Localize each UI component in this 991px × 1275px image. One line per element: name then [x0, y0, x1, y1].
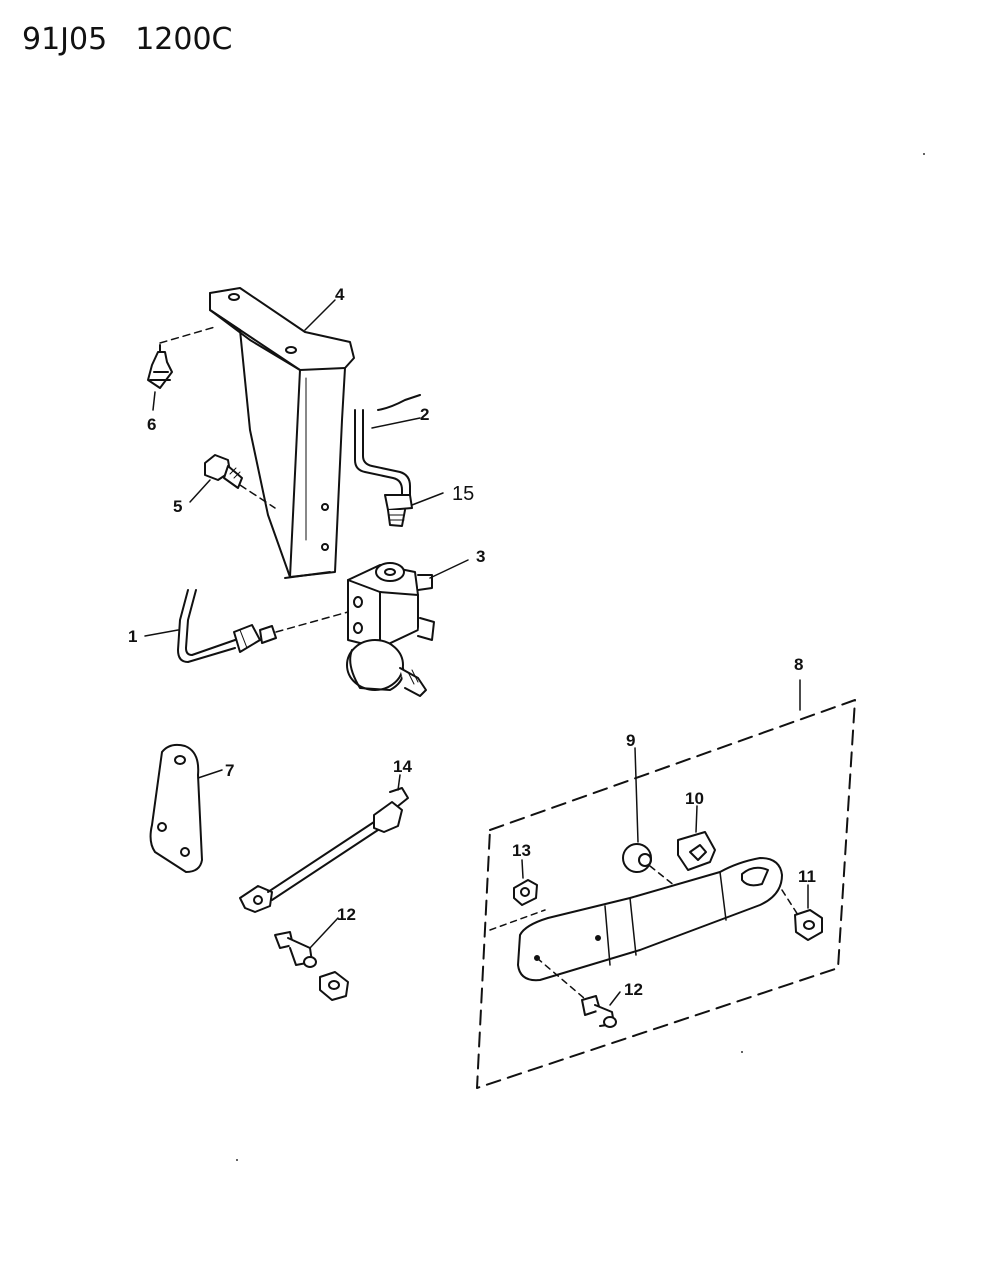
brake-line-upper-part	[354, 394, 421, 501]
callout-7: 7	[225, 761, 234, 780]
callout-14: 14	[393, 757, 412, 776]
bolt-part	[204, 454, 276, 509]
callout-2: 2	[420, 405, 429, 424]
mounting-plate-part	[149, 743, 203, 873]
proportioning-valve-part	[346, 562, 435, 697]
diagram-header: 91J05 1200C	[22, 22, 261, 57]
stud-right-part	[581, 995, 617, 1028]
callout-12-left: 12	[337, 905, 356, 924]
push-fastener-part	[147, 326, 216, 389]
lever-arm-part	[517, 857, 783, 1011]
callout-1: 1	[128, 627, 137, 646]
callout-10: 10	[685, 789, 704, 808]
diagram-code-left: 91J05	[22, 22, 108, 57]
callout-labels: 4 6 5 2 15 3 1 7 14 12 8 9 10 13 11 12	[128, 285, 816, 999]
fitting-part	[384, 494, 413, 527]
stud-left-part	[274, 931, 349, 1001]
callout-5: 5	[173, 497, 182, 516]
callout-8: 8	[794, 655, 803, 674]
leader-lines	[144, 299, 809, 1006]
mounting-bracket-part	[209, 287, 355, 579]
kit-outline	[476, 679, 856, 1089]
paper-specks	[236, 153, 925, 1161]
callout-6: 6	[147, 415, 156, 434]
callout-4: 4	[335, 285, 345, 304]
callout-9: 9	[626, 731, 635, 750]
clip-part	[677, 831, 716, 871]
brake-line-lower-part	[177, 589, 349, 663]
callout-12-right: 12	[624, 980, 643, 999]
callout-15: 15	[452, 483, 474, 505]
callout-11: 11	[798, 867, 816, 886]
link-rod-part	[239, 787, 409, 913]
callout-13: 13	[512, 841, 531, 860]
diagram-code-right: 1200C	[135, 22, 233, 57]
small-bushing-part	[489, 879, 546, 931]
callout-3: 3	[476, 547, 485, 566]
bushing-part	[622, 843, 681, 891]
nut-part	[781, 889, 823, 941]
